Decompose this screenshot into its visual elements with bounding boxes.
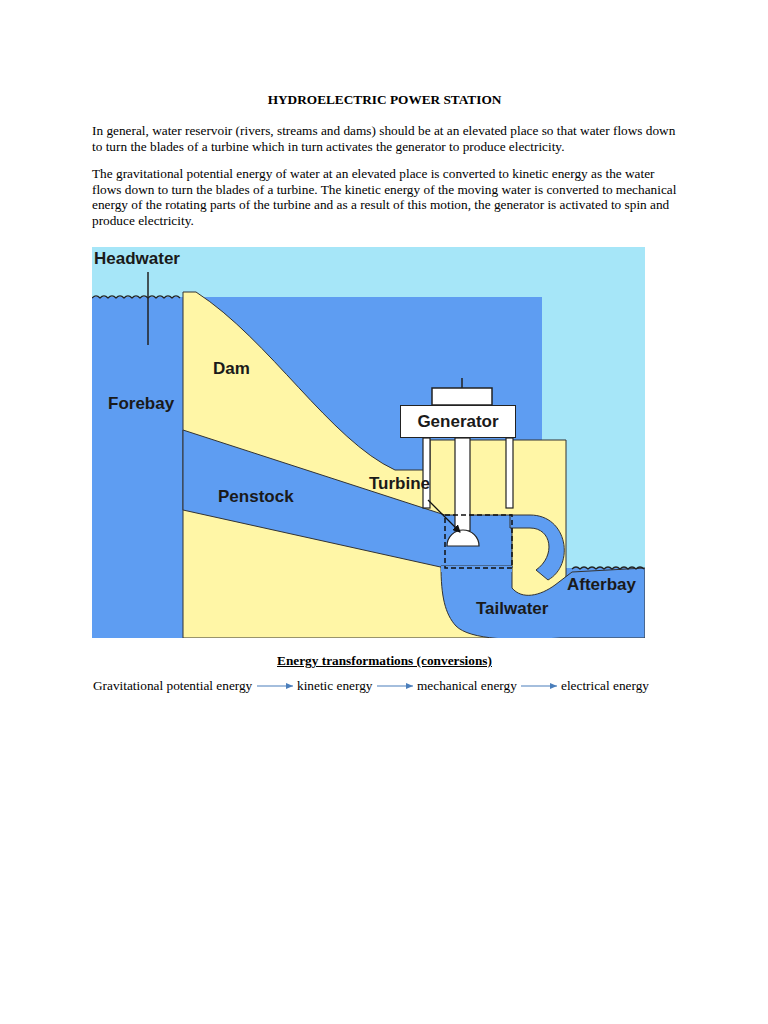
body-paragraph: In general, water reservoir (rivers, str…	[92, 123, 684, 154]
part-label: Headwater	[94, 249, 180, 269]
part-label: Tailwater	[476, 599, 548, 619]
flow-arrow	[521, 685, 557, 686]
turbine-runner	[447, 530, 479, 546]
page-title: HYDROELECTRIC POWER STATION	[92, 92, 677, 108]
penstock-channel	[183, 430, 512, 568]
energy-step: Gravitational potential energy	[92, 676, 254, 694]
energy-name: kinetic energy	[297, 678, 372, 693]
energy-name: electrical energy	[561, 678, 649, 693]
support-leg	[506, 438, 513, 508]
part-label: Turbine	[369, 474, 430, 494]
wave-line	[572, 567, 644, 569]
leader-line	[428, 500, 460, 532]
hydro-illustration	[92, 247, 645, 638]
part-label: Forebay	[108, 394, 174, 414]
body-paragraph: The gravitational potential energy of wa…	[92, 166, 684, 228]
energy-name: Gravitational potential energy	[93, 678, 252, 693]
water-level-marker	[147, 272, 149, 345]
generator-cap	[432, 388, 492, 405]
flow-arrow	[377, 685, 413, 686]
part-label: Afterbay	[567, 575, 636, 595]
support-leg	[423, 438, 430, 508]
wave-line	[92, 296, 180, 298]
flow-arrow	[257, 685, 293, 686]
generator-label: Generator	[417, 412, 498, 432]
generator-box: Generator	[400, 405, 516, 438]
tube-joint	[441, 566, 512, 572]
generator-top	[461, 378, 463, 388]
energy-step: kinetic energy	[296, 676, 374, 694]
part-label: Dam	[213, 359, 250, 379]
energy-name: mechanical energy	[417, 678, 517, 693]
tailwater-channel	[441, 566, 645, 638]
draft-tube	[510, 515, 564, 580]
energy-step: electrical energy	[560, 676, 650, 694]
section-heading: Energy transformations (conversions)	[92, 653, 677, 669]
turbine-shaft	[455, 438, 470, 531]
energy-step: mechanical energy	[416, 676, 518, 694]
water-surface	[92, 296, 644, 569]
part-label: Penstock	[218, 487, 294, 507]
turbine-housing	[445, 515, 512, 568]
